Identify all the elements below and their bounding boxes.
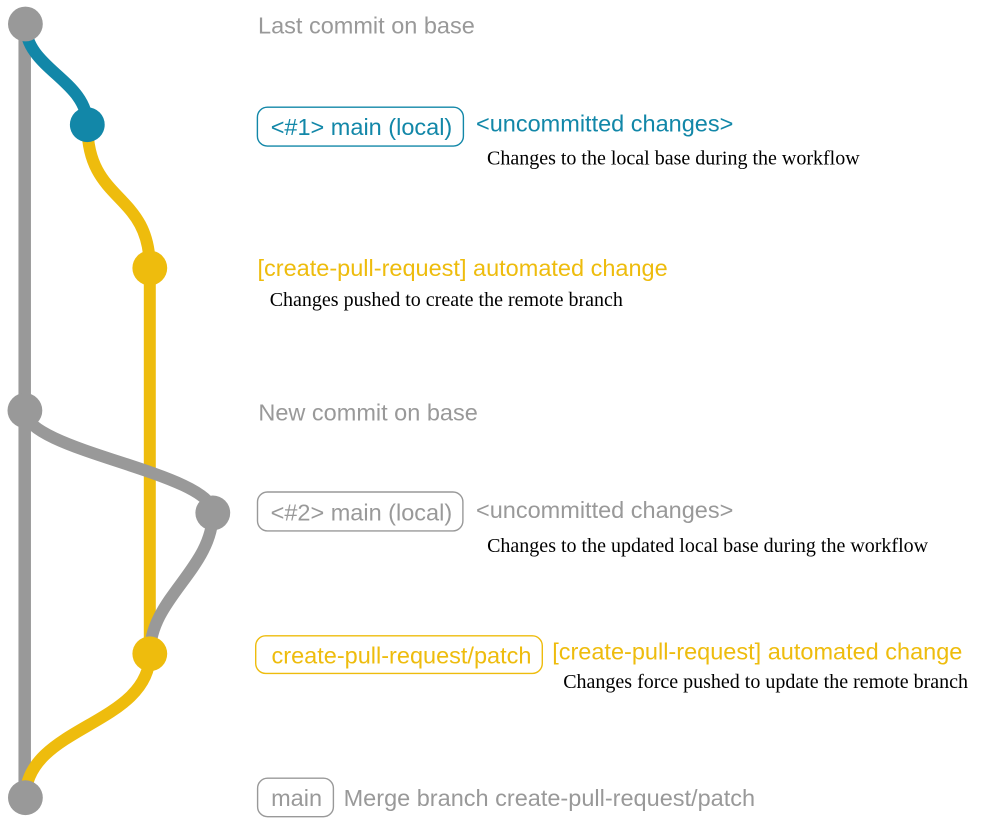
- svg-text:<uncommitted changes>: <uncommitted changes>: [476, 497, 733, 523]
- svg-text:Changes to the local base duri: Changes to the local base during the wor…: [487, 147, 860, 169]
- svg-text:Last commit on base: Last commit on base: [258, 13, 475, 39]
- svg-text:Changes to the updated local b: Changes to the updated local base during…: [487, 535, 929, 557]
- svg-text:New commit on base: New commit on base: [258, 400, 477, 426]
- svg-text:<#1> main (local): <#1> main (local): [271, 114, 453, 140]
- svg-text:main: main: [271, 785, 322, 811]
- svg-text:Merge branch create-pull-reque: Merge branch create-pull-request/patch: [344, 785, 755, 811]
- svg-text:Changes pushed to create the r: Changes pushed to create the remote bran…: [270, 289, 623, 311]
- svg-text:[create-pull-request] automate: [create-pull-request] automated change: [258, 255, 668, 281]
- svg-text:[create-pull-request] automate: [create-pull-request] automated change: [552, 639, 962, 665]
- svg-text:<uncommitted changes>: <uncommitted changes>: [476, 111, 733, 137]
- svg-text:Changes force pushed to update: Changes force pushed to update the remot…: [563, 671, 968, 693]
- svg-text:create-pull-request/patch: create-pull-request/patch: [272, 643, 532, 669]
- svg-text:<#2> main (local): <#2> main (local): [271, 500, 453, 526]
